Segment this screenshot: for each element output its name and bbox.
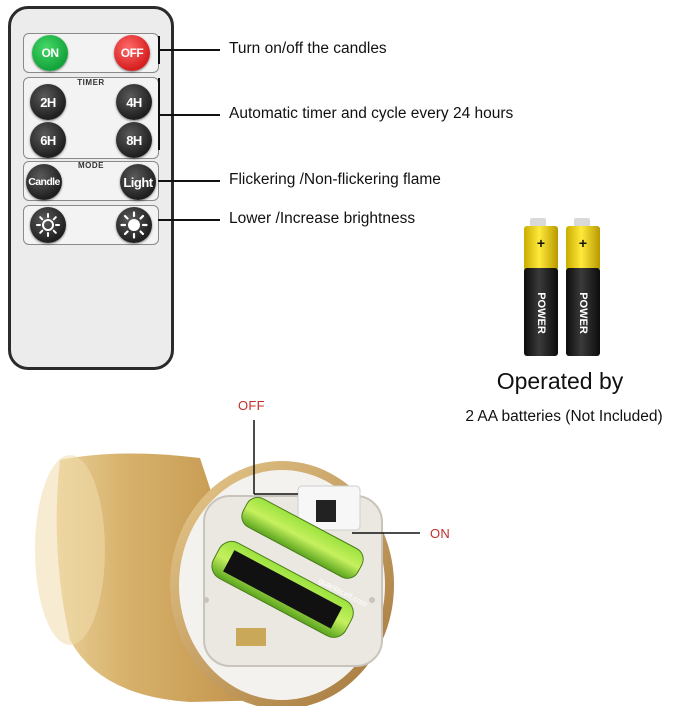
mode-panel: MODE Candle Light: [23, 161, 159, 201]
power-panel: ON OFF: [23, 33, 159, 73]
callout-line-mode: [158, 180, 220, 182]
battery-brand-right: POWER: [577, 292, 589, 334]
on-button[interactable]: ON: [32, 35, 68, 71]
light-mode-button[interactable]: Light: [120, 164, 156, 200]
battery-brand-left: POWER: [535, 292, 547, 334]
callout-brightness: Lower /Increase brightness: [229, 210, 416, 227]
callout-line-timer: [158, 114, 220, 116]
callout-mode: Flickering /Non-flickering flame: [229, 171, 441, 188]
brightness-lower-button[interactable]: [30, 207, 66, 243]
candle-off-label: OFF: [238, 398, 265, 413]
timer-panel: TIMER 2H 4H 6H 8H: [23, 77, 159, 159]
callout-line-on-off: [158, 49, 220, 51]
callout-line-brightness: [158, 219, 220, 221]
timer-2h-button[interactable]: 2H: [30, 84, 66, 120]
callout-timer: Automatic timer and cycle every 24 hours: [229, 105, 514, 122]
candle-mode-button[interactable]: Candle: [26, 164, 62, 200]
candle-battery-compartment-image: [35, 420, 420, 706]
aa-batteries-image: + +: [524, 218, 600, 356]
brightness-panel: [23, 205, 159, 245]
candle-on-label: ON: [430, 526, 451, 541]
svg-text:+: +: [579, 235, 587, 251]
brightness-lower-icon: [36, 213, 60, 237]
callout-on-off: Turn on/off the candles: [229, 40, 387, 57]
battery-heading: Operated by: [496, 368, 624, 394]
brightness-increase-icon: [120, 211, 148, 239]
timer-8h-button[interactable]: 8H: [116, 122, 152, 158]
mode-title: MODE: [78, 161, 104, 170]
timer-title: TIMER: [77, 78, 105, 87]
timer-4h-button[interactable]: 4H: [116, 84, 152, 120]
off-button[interactable]: OFF: [114, 35, 150, 71]
timer-6h-button[interactable]: 6H: [30, 122, 66, 158]
brightness-increase-button[interactable]: [116, 207, 152, 243]
remote-control: ON OFF TIMER 2H 4H 6H 8H MODE Candle Lig…: [8, 6, 174, 370]
svg-text:+: +: [537, 235, 545, 251]
battery-subtitle: 2 AA batteries (Not Included): [465, 408, 663, 425]
